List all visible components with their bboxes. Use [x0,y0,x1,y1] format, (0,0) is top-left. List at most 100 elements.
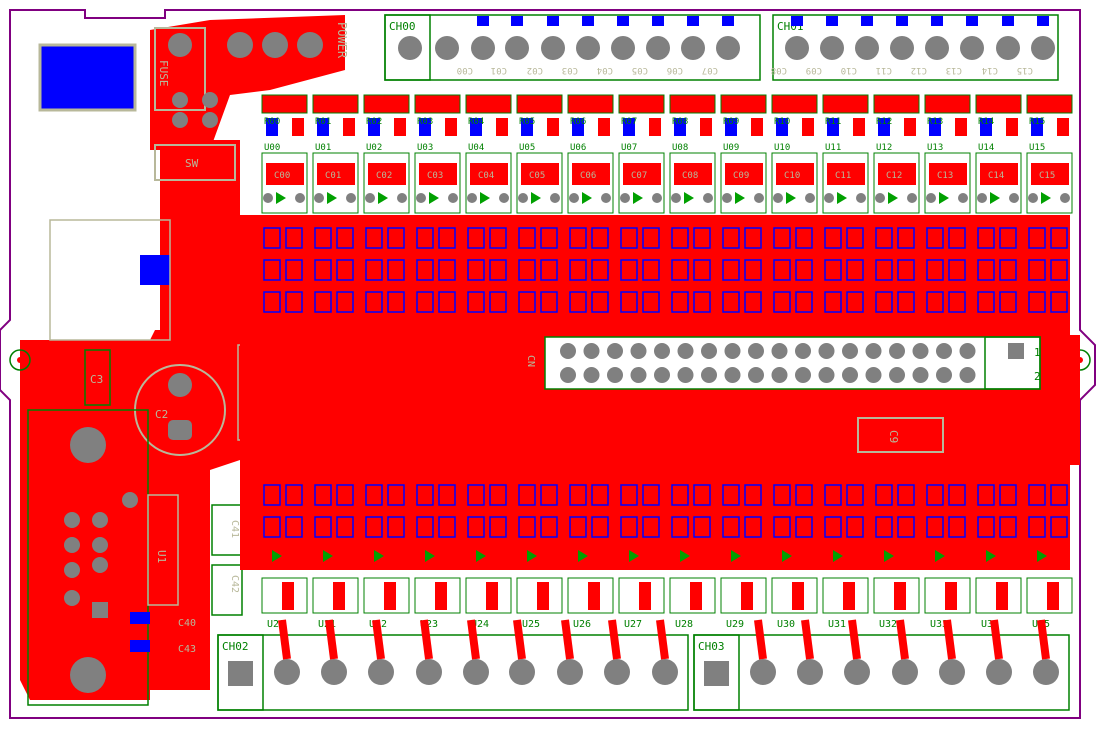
led-icon [374,550,384,562]
connector-pin [604,659,630,685]
led-icon [833,550,843,562]
connector-pin-label: C15 [1017,65,1033,75]
led-icon [782,550,792,562]
channel-label: C07 [631,171,647,181]
connector-pin-label: C06 [667,65,683,75]
channel-label: C13 [937,171,953,181]
connector-pin-label: C05 [632,65,648,75]
led-icon [888,192,898,204]
resistor-label: R08 [672,117,688,127]
connector-pin [505,36,529,60]
led-icon [837,192,847,204]
ic-label: U00 [264,143,280,153]
ic-label: U08 [672,143,688,153]
c2-label: C2 [155,408,168,421]
c3-label: C3 [90,373,103,386]
voltage-regulator-pad [38,43,137,112]
cn-label: CN [525,355,536,367]
connector-pin [939,659,965,685]
connector-pin-label: C03 [562,65,578,75]
ic-label: U14 [978,143,994,153]
u1-label: U1 [155,550,168,563]
ic-label: U12 [876,143,892,153]
connector-pin-label: C00 [457,65,473,75]
connector-pin-label: C02 [527,65,543,75]
connector-pin [321,659,347,685]
channel-label: C02 [376,171,392,181]
ic-label: U33 [930,619,948,630]
top-channel-row: R00U00C00R01U01C01R02U02C02R03U03C03R04U… [261,94,1073,313]
connector-pin [996,36,1020,60]
channel-label: C00 [274,171,290,181]
led-icon [323,550,333,562]
ic-label: U29 [726,619,744,630]
resistor-label: R04 [468,117,484,127]
resistor-label: R03 [417,117,433,127]
led-icon [1037,550,1047,562]
connector-pin-label: C10 [841,65,857,75]
resistor-label: R00 [264,117,280,127]
connector-pin [681,36,705,60]
connector-pin [797,659,823,685]
connector-pin [960,36,984,60]
channel-label: C04 [478,171,494,181]
ic-label: U24 [471,619,489,630]
connector-pin-label: C14 [982,65,998,75]
ic-label: U01 [315,143,331,153]
connector-pin [463,659,489,685]
connector-pin [890,36,914,60]
connector-pin [557,659,583,685]
ic-label: U13 [927,143,943,153]
connector-pin [716,36,740,60]
channel-label: C09 [733,171,749,181]
ic-label: U26 [573,619,591,630]
connector-pin [785,36,809,60]
led-icon [629,550,639,562]
fuse-label: FUSE [157,60,170,87]
connector-pin-label: C12 [911,65,927,75]
connector-pin [892,659,918,685]
resistor-label: R09 [723,117,739,127]
connector-pin [541,36,565,60]
ch03-label: CH03 [698,640,725,653]
led-icon [990,192,1000,204]
ic-label: U03 [417,143,433,153]
led-icon [786,192,796,204]
channel-label: C15 [1039,171,1055,181]
ic-label: U05 [519,143,535,153]
resistor-label: R13 [927,117,943,127]
connector-pin [1033,659,1059,685]
ic-label: U04 [468,143,484,153]
connector-pin [646,36,670,60]
connector-pin-label: C09 [806,65,822,75]
ic-label: U23 [420,619,438,630]
power-label: POWER [335,22,349,59]
resistor-label: R06 [570,117,586,127]
led-icon [425,550,435,562]
led-icon [735,192,745,204]
ic-label: U15 [1029,143,1045,153]
led-icon [684,192,694,204]
resistor-label: R05 [519,117,535,127]
connector-pin [820,36,844,60]
ic-label: U10 [774,143,790,153]
connector-pin-label: C07 [702,65,718,75]
bottom-channel-pour [240,460,1070,570]
connector-pin [509,659,535,685]
c40-label: C40 [178,618,196,629]
channel-label: C12 [886,171,902,181]
ic-label: U20 [267,619,285,630]
header-pin1-label: 1 [1034,346,1041,359]
led-icon [680,550,690,562]
connector-pin-label: C11 [876,65,892,75]
channel-label: C08 [682,171,698,181]
channel-label: C14 [988,171,1004,181]
channel-label: C10 [784,171,800,181]
connector-pin-label: C13 [946,65,962,75]
resistor-label: R12 [876,117,892,127]
resistor-label: R07 [621,117,637,127]
connector-pin-label: C08 [771,65,787,75]
top-channel-pour [240,215,1070,335]
led-icon [633,192,643,204]
